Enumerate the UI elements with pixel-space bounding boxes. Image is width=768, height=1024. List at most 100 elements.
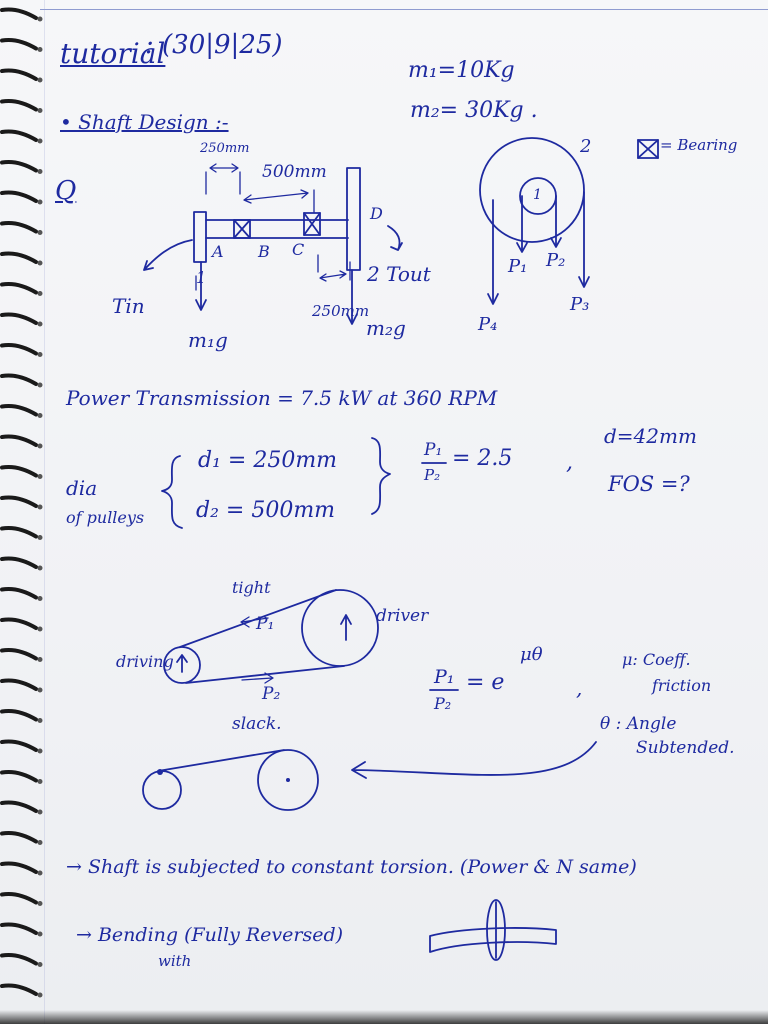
- spiral-coil: [0, 922, 38, 935]
- bearing-b-box: [233, 219, 251, 239]
- dim-250-left: 250mm: [200, 141, 250, 156]
- pointer-arrow: [351, 741, 597, 779]
- ratio-comma: ,: [566, 450, 573, 475]
- spiral-hole: [37, 16, 43, 22]
- spiral-hole: [37, 260, 43, 266]
- spiral-coil: [0, 709, 38, 722]
- force-p3: P₃: [570, 294, 590, 315]
- spiral-coil: [0, 190, 38, 203]
- belt-p2: P₂: [262, 684, 281, 704]
- spiral-coil: [0, 465, 38, 478]
- label-a: A: [212, 242, 224, 261]
- spiral-coil: [0, 770, 38, 783]
- spiral-hole: [37, 748, 43, 754]
- margin-line: [44, 0, 45, 1024]
- spiral-hole: [37, 840, 43, 845]
- spiral-hole: [37, 169, 43, 174]
- theta-definition-1: θ : Angle: [600, 714, 677, 734]
- spiral-coil: [0, 678, 38, 691]
- spiral-coil: [0, 160, 38, 173]
- diameter-d: d=42mm: [604, 424, 697, 448]
- spiral-hole: [37, 230, 43, 235]
- spiral-hole: [37, 474, 43, 479]
- mass-m1: m₁=10Kg: [408, 58, 515, 83]
- spiral-hole: [37, 596, 43, 601]
- spiral-coil: [0, 404, 38, 417]
- label-d: D: [370, 204, 383, 223]
- spiral-coil: [0, 892, 38, 905]
- spiral-hole: [37, 870, 43, 876]
- formula-exponent: μθ: [520, 644, 543, 665]
- question-marker: Q: [55, 176, 77, 206]
- spiral-coil: [0, 953, 38, 966]
- formula-rhs: = e: [466, 670, 505, 695]
- ratio-value: = 2.5: [452, 446, 513, 471]
- bearing-c-box: [303, 212, 321, 236]
- spiral-hole: [37, 504, 43, 510]
- force-p4: P₄: [478, 314, 498, 335]
- belt-tight-label: tight: [232, 578, 271, 597]
- spiral-coil: [0, 556, 38, 569]
- ratio-denominator: P₂: [424, 466, 441, 484]
- note-bending: → Bending (Fully Reversed): [76, 924, 344, 946]
- spiral-hole: [37, 321, 43, 327]
- label-c: C: [292, 240, 305, 259]
- page-date: : (30|9|25): [145, 30, 283, 60]
- formula-numerator: P₁: [434, 666, 455, 688]
- belt-tight-side: [179, 589, 337, 648]
- belt-slack-side: [185, 665, 345, 684]
- label-2-tout: 2 Tout: [367, 262, 431, 286]
- spiral-hole: [37, 108, 43, 113]
- page-title: tutorial: [60, 37, 166, 70]
- spiral-binding: [0, 7, 43, 998]
- spiral-coil: [0, 983, 38, 996]
- pulley-label-1: 1: [533, 187, 542, 203]
- d1-value: d₁ = 250mm: [198, 448, 338, 473]
- spiral-hole: [37, 47, 43, 52]
- spiral-coil: [0, 7, 38, 20]
- belt-slack-label: slack.: [232, 714, 282, 734]
- note-bending-sub: with: [158, 952, 192, 970]
- spiral-hole: [37, 352, 43, 357]
- spiral-hole: [37, 718, 43, 723]
- spiral-coil: [0, 129, 38, 142]
- spiral-coil: [0, 495, 38, 508]
- spiral-coil: [0, 221, 38, 234]
- spiral-coil: [0, 251, 38, 264]
- spiral-coil: [0, 617, 38, 630]
- spiral-hole: [37, 962, 43, 967]
- belt-p1: P₁: [256, 614, 275, 634]
- load-m2g: m₂g: [366, 316, 406, 340]
- spiral-coil: [0, 99, 38, 112]
- label-tin: Tin: [112, 294, 145, 318]
- dia-label-2: of pulleys: [66, 508, 145, 527]
- spiral-hole: [37, 931, 43, 937]
- spiral-hole: [37, 657, 43, 662]
- dia-label-1: dia: [66, 476, 98, 500]
- bearing-c-cross2: [303, 212, 321, 236]
- top-rule-line: [40, 9, 768, 10]
- formula-comma: ,: [576, 676, 583, 700]
- spiral-hole: [37, 779, 43, 784]
- pulley-a-rect: [193, 211, 207, 263]
- force-p2: P₂: [546, 250, 566, 271]
- spiral-hole: [37, 565, 43, 571]
- note-torsion: → Shaft is subjected to constant torsion…: [66, 856, 637, 878]
- spiral-hole: [37, 901, 43, 906]
- spiral-coil: [0, 38, 38, 51]
- label-b: B: [258, 242, 270, 261]
- spiral-coil: [0, 68, 38, 81]
- spiral-hole: [37, 809, 43, 815]
- mass-m2: m₂= 30Kg .: [410, 98, 538, 123]
- power-line: Power Transmission = 7.5 kW at 360 RPM: [66, 386, 498, 410]
- spiral-hole: [37, 199, 43, 205]
- spiral-hole: [37, 77, 43, 83]
- belt-driving-label: driving: [116, 652, 174, 671]
- load-m1g: m₁g: [188, 328, 228, 352]
- left-brace: [161, 455, 183, 529]
- bearing-legend-label: = Bearing: [660, 136, 738, 154]
- spiral-coil: [0, 831, 38, 844]
- spiral-hole: [37, 138, 43, 144]
